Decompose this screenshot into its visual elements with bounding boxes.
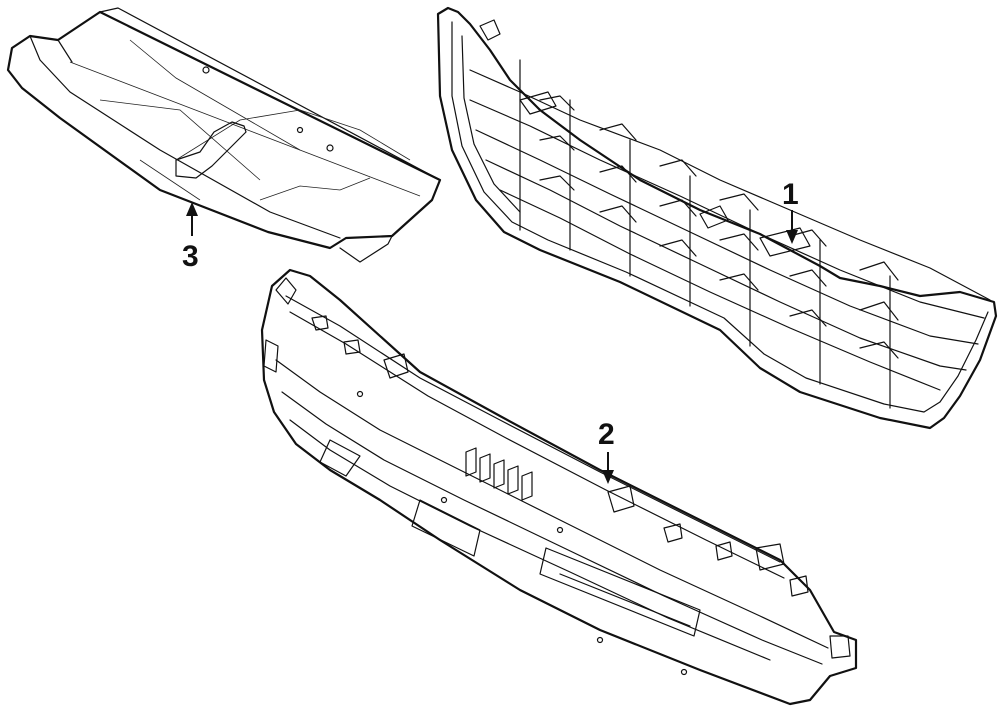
callout-3-label: 3 <box>182 240 199 273</box>
callout-1: 1 <box>782 178 799 244</box>
callout-2-label: 2 <box>598 418 615 451</box>
callout-3: 3 <box>182 202 199 273</box>
part-1-grille <box>436 6 998 430</box>
callout-1-label: 1 <box>782 178 799 211</box>
part-2-lower-panel <box>260 268 858 706</box>
callout-2: 2 <box>598 418 615 484</box>
part-3-cover-panel <box>6 7 442 263</box>
